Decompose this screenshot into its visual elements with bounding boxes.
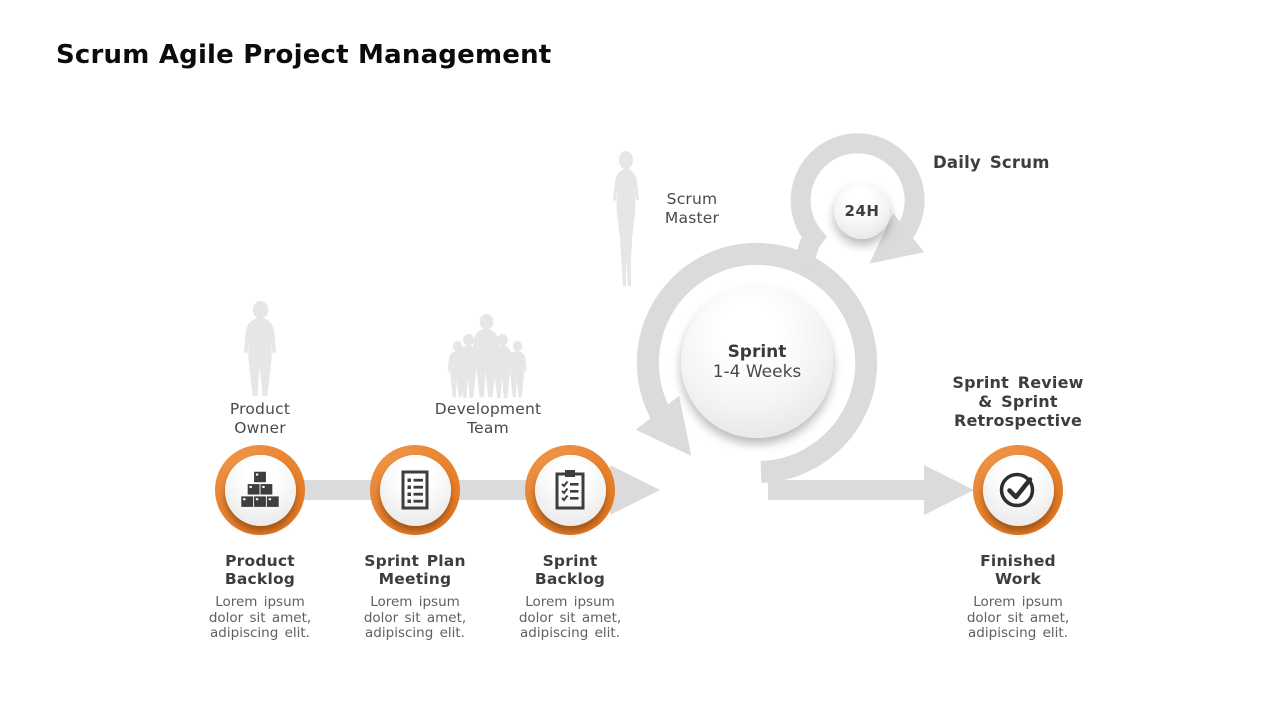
- sprint-review-label: Sprint Review & Sprint Retrospective: [952, 373, 1084, 430]
- sprint-circle: Sprint 1-4 Weeks: [681, 286, 833, 438]
- daily-scrum-label: Daily Scrum: [933, 153, 1050, 172]
- step-desc-finished-work: Lorem ipsum dolor sit amet, adipiscing e…: [966, 594, 1070, 641]
- sprint-cycle-arrow: [635, 242, 827, 457]
- stacked-boxes-icon: [241, 471, 279, 507]
- daily-scrum-badge-circle: 24H: [834, 183, 890, 239]
- daily-scrum-loop-arrow: [790, 133, 925, 267]
- sprint-circle-duration: 1-4 Weeks: [712, 362, 802, 382]
- finished-work-node: [973, 445, 1063, 535]
- product-owner-silhouette: [243, 301, 277, 397]
- step-title-sprint-backlog: Sprint Backlog: [534, 552, 606, 588]
- step-desc-sprint-plan-meeting: Lorem ipsum dolor sit amet, adipiscing e…: [363, 594, 467, 641]
- product-backlog-node: [215, 445, 305, 535]
- step-title-sprint-plan-meeting: Sprint Plan Meeting: [364, 552, 466, 588]
- step-title-finished-work: Finished Work: [980, 552, 1056, 588]
- daily-scrum-badge: 24H: [844, 202, 880, 220]
- scrum-master-label: Scrum Master: [664, 190, 720, 227]
- step-desc-sprint-backlog: Lorem ipsum dolor sit amet, adipiscing e…: [518, 594, 622, 641]
- development-team-silhouette: [447, 314, 527, 399]
- clipboard-icon: [555, 470, 585, 510]
- sprint-plan-meeting-node: [370, 445, 460, 535]
- page-title: Scrum Agile Project Management: [56, 40, 552, 70]
- scrum-master-silhouette: [613, 151, 639, 286]
- sprint-circle-title: Sprint: [727, 342, 787, 362]
- sprint-backlog-node: [525, 445, 615, 535]
- check-circle-icon: [999, 472, 1035, 508]
- checklist-doc-icon: [401, 470, 429, 510]
- step-desc-product-backlog: Lorem ipsum dolor sit amet, adipiscing e…: [208, 594, 312, 641]
- product-owner-label: Product Owner: [229, 400, 291, 437]
- development-team-label: Development Team: [434, 400, 542, 437]
- sprint-cycle-right-arc: [760, 265, 878, 483]
- step-title-product-backlog: Product Backlog: [224, 552, 296, 588]
